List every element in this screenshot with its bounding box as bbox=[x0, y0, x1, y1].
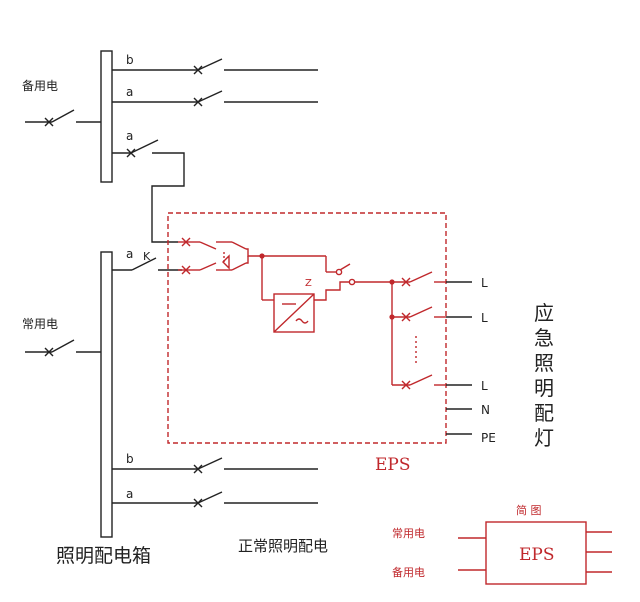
svg-text:a: a bbox=[126, 487, 133, 501]
legend-eps-box bbox=[485, 521, 587, 585]
normal-feeder-b: b bbox=[112, 452, 318, 474]
svg-text:a: a bbox=[126, 247, 133, 261]
inverter-icon bbox=[273, 293, 315, 333]
svg-text:b: b bbox=[126, 53, 134, 67]
backup-power-label: 备用电 bbox=[22, 79, 58, 93]
eps-internal-circuit: Z bbox=[178, 237, 446, 390]
eps-boundary bbox=[167, 212, 447, 444]
svg-text:PE: PE bbox=[481, 431, 496, 445]
svg-text:急: 急 bbox=[534, 326, 554, 350]
backup-feeder-a: a bbox=[112, 85, 318, 107]
backup-feeder-b: b bbox=[112, 53, 318, 75]
panel-name: 照明配电箱 bbox=[56, 545, 151, 567]
svg-text:a: a bbox=[126, 85, 133, 99]
normal-feeder-a: a bbox=[112, 487, 318, 508]
backup-busbar bbox=[100, 50, 113, 183]
svg-text:应: 应 bbox=[534, 301, 554, 325]
svg-text:K: K bbox=[143, 250, 151, 263]
normal-busbar bbox=[100, 251, 113, 538]
legend-eps-label: EPS bbox=[519, 545, 555, 565]
eps-output-lines: L L L N PE bbox=[446, 276, 496, 445]
svg-text:明: 明 bbox=[534, 376, 554, 400]
backup-incoming-switch bbox=[25, 109, 101, 127]
normal-lighting-label: 正常照明配电 bbox=[238, 537, 328, 555]
eps-label: EPS bbox=[375, 455, 411, 475]
svg-text:a: a bbox=[126, 129, 133, 143]
backup-feeder-to-eps: a bbox=[112, 129, 185, 243]
svg-text:L: L bbox=[481, 311, 488, 325]
svg-text:配: 配 bbox=[534, 401, 554, 425]
legend-backup-power: 备用电 bbox=[392, 565, 425, 579]
svg-text:照: 照 bbox=[534, 351, 554, 375]
svg-text:灯: 灯 bbox=[534, 426, 554, 450]
simplified-diagram: 简 图 EPS 常用电 备用电 bbox=[392, 503, 612, 585]
svg-text:L: L bbox=[481, 276, 488, 290]
legend-title: 简 图 bbox=[516, 503, 542, 517]
svg-text:Z: Z bbox=[305, 278, 312, 289]
svg-text:b: b bbox=[126, 452, 134, 466]
normal-incoming-switch bbox=[25, 339, 101, 357]
emergency-lighting-label: 应 急 照 明 配 灯 bbox=[534, 301, 554, 450]
svg-text:L: L bbox=[481, 379, 488, 393]
normal-feeder-to-eps: a K bbox=[112, 247, 182, 271]
legend-normal-power: 常用电 bbox=[392, 527, 425, 540]
svg-text:N: N bbox=[481, 403, 490, 417]
normal-power-label: 常用电 bbox=[22, 317, 58, 331]
